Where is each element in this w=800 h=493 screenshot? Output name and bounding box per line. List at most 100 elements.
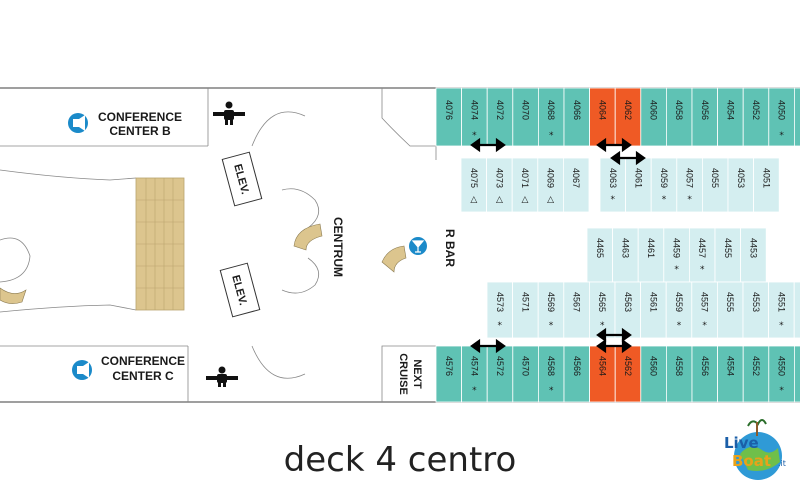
cabin-number-4073: 4073 <box>494 168 504 188</box>
cabin-4561 <box>640 281 667 339</box>
cabin-4550 <box>768 345 795 403</box>
cabin-mark-4551: * <box>779 321 784 331</box>
cabin-number-4463: 4463 <box>620 238 630 258</box>
cabin-number-4555: 4555 <box>725 292 735 312</box>
cabin-mark-4573: * <box>498 321 503 331</box>
cabin-number-4062: 4062 <box>623 100 633 120</box>
cabin-4070 <box>512 87 539 147</box>
cabin-mark-4069: △ <box>547 195 554 205</box>
cabin-number-4573: 4573 <box>495 292 505 312</box>
cabin-number-4564: 4564 <box>597 356 607 376</box>
cabin-4059 <box>650 157 678 213</box>
cabin-4573 <box>486 281 514 339</box>
cabin-mark-4068: * <box>549 131 554 141</box>
cabin-mark-4569: * <box>549 321 554 331</box>
cabin-number-4570: 4570 <box>521 356 531 376</box>
cabin-number-4051: 4051 <box>761 168 771 188</box>
cabin-4069 <box>537 157 564 213</box>
cabin-mark-4550: * <box>779 386 784 396</box>
cabin-number-4068: 4068 <box>546 100 556 120</box>
cabin-mark-4074: * <box>472 131 477 141</box>
cabin-number-4063: 4063 <box>608 168 618 188</box>
cabin-4071 <box>511 157 539 213</box>
cabin-4566 <box>563 345 591 403</box>
cabin-4558 <box>666 345 693 403</box>
cabin-4563 <box>614 281 642 339</box>
watermark-suffix: .it <box>778 459 786 468</box>
cabin-number-4052: 4052 <box>751 100 761 120</box>
arrow-top-2 <box>596 137 632 153</box>
cabin-4570 <box>512 345 539 403</box>
cabin-number-4561: 4561 <box>648 292 658 312</box>
cabin-number-4562: 4562 <box>623 356 633 376</box>
cabin-4567 <box>563 281 590 339</box>
cabin-4571 <box>512 281 539 339</box>
cabin-number-4572: 4572 <box>495 356 505 376</box>
cabin-4557 <box>691 281 718 339</box>
cabin-4552 <box>742 345 770 403</box>
cabin-4062 <box>614 87 642 147</box>
corridor-arrows <box>470 137 646 354</box>
cabin-number-4569: 4569 <box>546 292 556 312</box>
cabin-number-4461: 4461 <box>646 238 656 258</box>
cabin-mark-4063: * <box>611 195 616 205</box>
cabin-4051 <box>753 157 780 213</box>
cabin-number-4054: 4054 <box>725 100 735 120</box>
cabin-4076 <box>435 87 463 147</box>
cabin-number-4576: 4576 <box>444 356 454 376</box>
next-cruise-label-2: CRUISE <box>397 353 409 395</box>
cabin-number-4053: 4053 <box>736 168 746 188</box>
cabin-number-4055: 4055 <box>710 168 720 188</box>
cabin-mark-4057: * <box>687 195 692 205</box>
cabin-mark-4568: * <box>549 386 554 396</box>
cabin-number-4557: 4557 <box>700 292 710 312</box>
arrow-bottom-2 <box>596 327 632 343</box>
watermark-line2: Boat <box>732 452 771 470</box>
cabin-4465 <box>586 227 614 283</box>
cabin-number-4076: 4076 <box>444 100 454 120</box>
cabin-number-4064: 4064 <box>597 100 607 120</box>
cabin-mark-4075: △ <box>470 195 477 205</box>
cabin-4549 <box>793 281 800 339</box>
cabin-number-4554: 4554 <box>725 356 735 376</box>
partition-lines <box>0 88 437 402</box>
spiral-stair-left <box>0 287 27 304</box>
cabin-number-4455: 4455 <box>723 238 733 258</box>
restroom-icon-top <box>213 101 245 125</box>
cabin-4074 <box>461 87 488 147</box>
cabin-4054 <box>717 87 744 147</box>
cabin-number-4059: 4059 <box>659 168 669 188</box>
cabin-4459 <box>663 227 690 283</box>
stair-arcs <box>0 111 320 379</box>
cabin-number-4558: 4558 <box>674 356 684 376</box>
cabin-number-4568: 4568 <box>546 356 556 376</box>
deck-caption: deck 4 centro <box>283 440 517 480</box>
cabin-mark-4559: * <box>677 321 682 331</box>
conference-b-label-1: CONFERENCE <box>98 110 182 124</box>
cabin-number-4069: 4069 <box>546 168 556 188</box>
cabin-number-4060: 4060 <box>649 100 659 120</box>
cabin-number-4556: 4556 <box>700 356 710 376</box>
cabin-number-4560: 4560 <box>649 356 659 376</box>
cabin-4073 <box>486 157 513 213</box>
cabin-number-4553: 4553 <box>751 292 761 312</box>
cabin-4554 <box>717 345 744 403</box>
cabin-number-4074: 4074 <box>469 100 479 120</box>
cabin-4055 <box>702 157 729 213</box>
cabin-4053 <box>727 157 755 213</box>
cabin-mark-4073: △ <box>496 195 503 205</box>
cabin-mark-4574: * <box>472 386 477 396</box>
next-cruise-label-1: NEXT <box>411 359 423 389</box>
arrow-top-3 <box>610 150 646 166</box>
spiral-stair-rbar <box>381 245 407 273</box>
cabin-number-4571: 4571 <box>520 292 530 312</box>
cabin-4555 <box>717 281 744 339</box>
cabin-4576 <box>435 345 463 403</box>
arrow-top-1 <box>470 137 506 153</box>
cabin-number-4067: 4067 <box>571 168 581 188</box>
spiral-stair-centrum <box>293 223 323 251</box>
cabin-number-4071: 4071 <box>520 168 530 188</box>
cabin-4553 <box>742 281 770 339</box>
